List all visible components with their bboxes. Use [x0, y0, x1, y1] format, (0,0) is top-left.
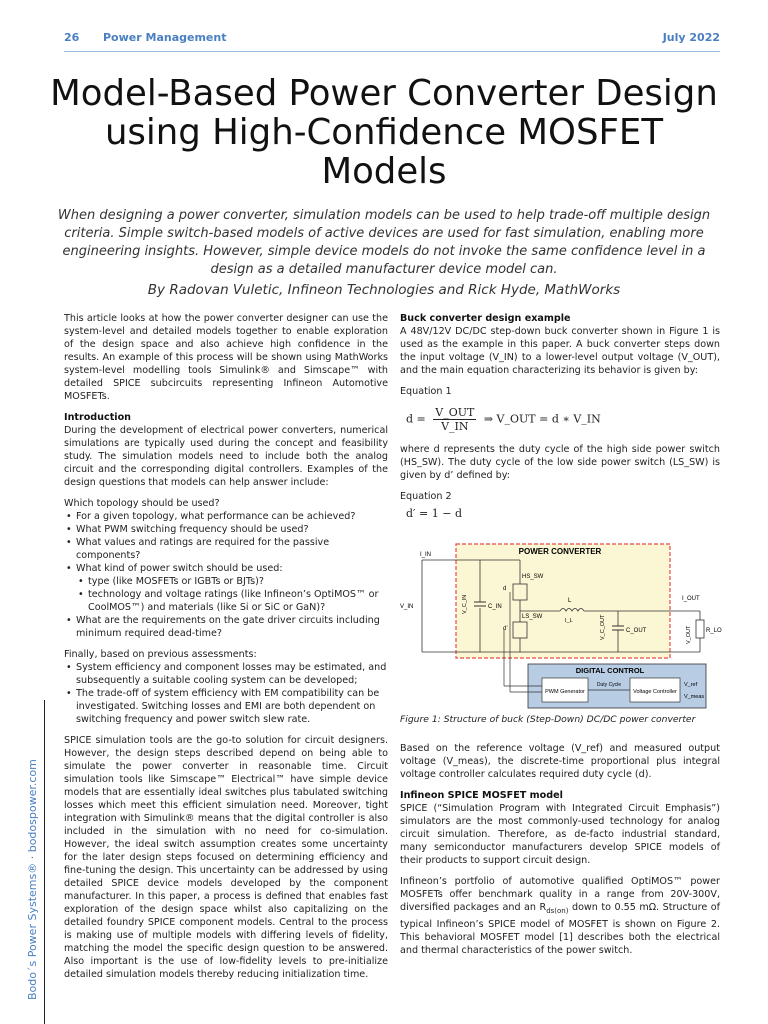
- list-item: type (like MOSFETs or IGBTs or BJTs)?: [78, 575, 388, 588]
- sidebar-divider: [44, 700, 45, 1024]
- spice-model-paragraph: SPICE (“Simulation Program with Integrat…: [400, 803, 720, 866]
- article-subtitle: When designing a power converter, simula…: [57, 208, 711, 277]
- list-item: The trade-off of system efficiency with …: [66, 687, 388, 726]
- duty-paragraph: where d represents the duty cycle of the…: [400, 444, 720, 481]
- equation-2-label: Equation 2: [400, 491, 452, 502]
- list-item: What values and ratings are required for…: [66, 536, 388, 562]
- label-i-out: I_OUT: [682, 596, 700, 602]
- list-item: technology and voltage ratings (like Inf…: [78, 588, 388, 614]
- list-item: What kind of power switch should be used…: [66, 562, 388, 614]
- label-c-in: C_IN: [488, 604, 502, 610]
- label-v-cin: V_C_IN: [462, 595, 468, 614]
- sidebar-branding: Bodo´s Power Systems® · bodospower.com: [26, 759, 39, 1000]
- article-byline: By Radovan Vuletic, Infineon Technologie…: [147, 282, 621, 298]
- spice-paragraph: SPICE simulation tools are the go-to sol…: [64, 735, 388, 980]
- buck-converter-figure: POWER CONVERTER I_IN V_IN C_IN V_C_IN HS…: [400, 543, 722, 709]
- digital-control-title: DIGITAL CONTROL: [576, 666, 645, 675]
- portfolio-text-b: down to 0.55 mΩ. Structure of typical In…: [400, 902, 720, 956]
- reference-paragraph: Based on the reference voltage (V_ref) a…: [400, 743, 720, 780]
- article-title: Model-Based Power Converter Design using…: [50, 73, 718, 192]
- label-v-ref: V_ref: [684, 682, 698, 688]
- eq1-rhs: ⇒ V_OUT = d ∗ V_IN: [483, 412, 601, 426]
- eq1-fraction: V_OUT V_IN: [433, 406, 477, 433]
- label-v-cout: V_C_OUT: [600, 614, 606, 640]
- label-v-meas: V_meas: [684, 694, 704, 700]
- equation-1: d = V_OUT V_IN ⇒ V_OUT = d ∗ V_IN: [406, 406, 720, 433]
- list-item: For a given topology, what performance c…: [66, 510, 388, 523]
- label-r-lo: R_LO: [706, 628, 722, 634]
- label-c-out: C_OUT: [626, 628, 647, 634]
- final-list: System efficiency and component losses m…: [64, 661, 388, 726]
- portfolio-paragraph: Infineon’s portfolio of automotive quali…: [400, 875, 720, 957]
- equation-1-label: Equation 1: [400, 386, 452, 397]
- label-i-in: I_IN: [420, 552, 431, 558]
- buck-paragraph: A 48V/12V DC/DC step-down buck converter…: [400, 326, 720, 376]
- spice-model-heading: Infineon SPICE MOSFET model: [400, 790, 563, 801]
- label-pwm: PWM Generator: [545, 689, 585, 695]
- power-converter-title: POWER CONVERTER: [519, 547, 602, 556]
- eq1-lhs: d =: [406, 412, 426, 426]
- introduction-paragraph: During the development of electrical pow…: [64, 425, 388, 488]
- label-d: d: [503, 586, 506, 592]
- power-converter-box: [455, 543, 671, 659]
- questions-list: For a given topology, what performance c…: [64, 510, 388, 640]
- eq1-numerator: V_OUT: [433, 406, 477, 420]
- intro-paragraph: This article looks at how the power conv…: [64, 313, 388, 402]
- left-column: This article looks at how the power conv…: [64, 312, 388, 989]
- label-v-out: V_OUT: [686, 625, 692, 644]
- label-i-l: I_L: [565, 618, 573, 624]
- portfolio-text-a: Infineon’s portfolio of automotive quali…: [400, 876, 720, 913]
- list-item: What are the requirements on the gate dr…: [66, 614, 388, 640]
- section-name: Power Management: [103, 31, 227, 44]
- portfolio-subscript: ds(on): [546, 906, 569, 915]
- introduction-heading: Introduction: [64, 412, 131, 423]
- label-l: L: [568, 598, 572, 604]
- header-divider: [64, 51, 720, 52]
- right-column: Buck converter design example A 48V/12V …: [400, 312, 720, 520]
- eq1-denominator: V_IN: [441, 420, 469, 433]
- sub-list: type (like MOSFETs or IGBTs or BJTs)? te…: [76, 575, 388, 614]
- list-item: System efficiency and component losses m…: [66, 661, 388, 687]
- equation-2: d′ = 1 − d: [406, 507, 462, 520]
- issue-date: July 2022: [662, 31, 720, 44]
- final-heading: Finally, based on previous assessments:: [64, 649, 257, 660]
- list-item: What PWM switching frequency should be u…: [66, 523, 388, 536]
- label-ls-sw: LS_SW: [522, 614, 543, 620]
- page-number: 26: [64, 31, 80, 44]
- label-v-in: V_IN: [400, 604, 413, 610]
- figure-caption: Figure 1: Structure of buck (Step-Down) …: [400, 714, 696, 725]
- voltage-controller-box: [629, 677, 681, 703]
- label-hs-sw: HS_SW: [522, 574, 544, 580]
- page-header: 26 Power Management July 2022: [64, 31, 720, 47]
- label-voltage-controller: Voltage Controller: [633, 689, 677, 695]
- label-duty: Duty Cycle: [597, 682, 621, 688]
- questions-heading: Which topology should be used?: [64, 498, 220, 509]
- right-column-lower: Based on the reference voltage (V_ref) a…: [400, 742, 720, 965]
- list-item-text: What kind of power switch should be used…: [76, 563, 283, 574]
- buck-heading: Buck converter design example: [400, 313, 571, 324]
- label-d-prime: d’: [503, 626, 508, 632]
